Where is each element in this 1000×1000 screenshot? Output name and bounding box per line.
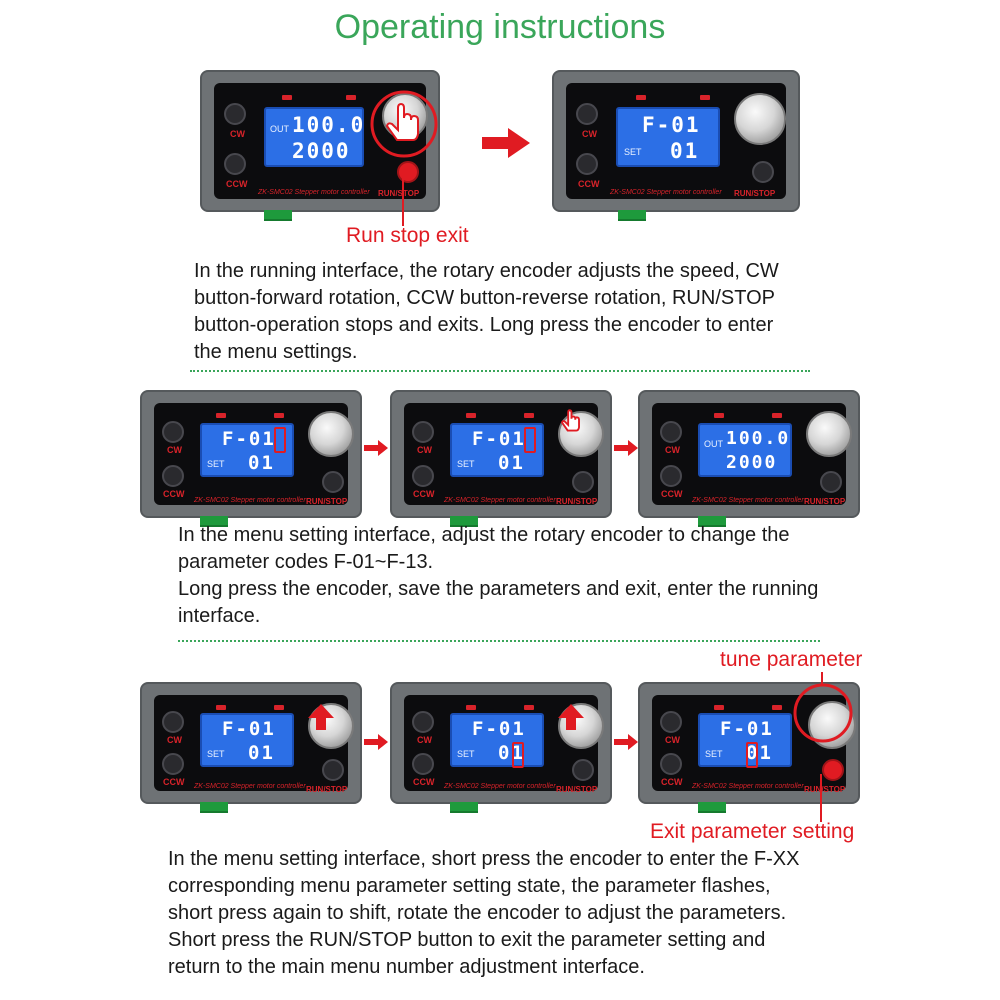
red-arrow-right-icon bbox=[364, 734, 388, 750]
run-stop-label: RUN/STOP bbox=[378, 189, 420, 198]
section3-description: In the menu setting interface, short pre… bbox=[168, 848, 800, 978]
cw-button[interactable] bbox=[224, 103, 246, 125]
red-arrow-right-icon bbox=[614, 734, 638, 750]
callout-line bbox=[402, 168, 404, 226]
hand-pointer-icon bbox=[370, 90, 438, 158]
lcd-screen: F-01 SET 01 bbox=[200, 423, 294, 477]
terminal-connector bbox=[264, 210, 292, 221]
ccw-led bbox=[700, 95, 710, 100]
ccw-button[interactable] bbox=[162, 465, 184, 487]
run-stop-label: RUN/STOP bbox=[734, 189, 776, 198]
controller-menu-display: CW CCW F-01 SET 01 ZK-SMC02 Stepper moto… bbox=[638, 682, 860, 813]
section1-description: In the running interface, the rotary enc… bbox=[194, 260, 779, 363]
controller-menu-display: CW CCW F-01 SET 01 ZK-SMC02 Stepper moto… bbox=[390, 682, 612, 813]
ccw-button[interactable] bbox=[660, 465, 682, 487]
lcd-screen: F-01 SET 01 bbox=[450, 423, 544, 477]
run-stop-button[interactable] bbox=[752, 161, 774, 183]
red-arrow-right-icon bbox=[482, 128, 530, 158]
run-stop-button[interactable] bbox=[322, 471, 344, 493]
lcd-screen: F-01 SET 01 bbox=[616, 107, 720, 167]
controller-running-display: CW CCW OUT 100.0 2000 ZK-SMC02 Stepper m… bbox=[638, 390, 860, 527]
param-value-readout: 01 bbox=[670, 139, 700, 163]
page-title: Operating instructions bbox=[334, 8, 666, 46]
terminal-connector bbox=[618, 210, 646, 221]
controller-menu-display: CW CCW F-01 SET 01 ZK-SMC02 Stepper moto… bbox=[390, 390, 612, 527]
lcd-screen: OUT 100.0 2000 bbox=[698, 423, 792, 477]
param-code-readout: F-01 bbox=[642, 113, 701, 137]
run-stop-button[interactable] bbox=[322, 759, 344, 781]
terminal-connector bbox=[200, 516, 228, 527]
controller-menu-display: CW CCW F-01 SET 01 ZK-SMC02 Stepper moto… bbox=[140, 390, 362, 527]
run-stop-button[interactable] bbox=[822, 759, 844, 781]
red-arrow-right-icon bbox=[364, 440, 388, 456]
ccw-label: CCW bbox=[226, 179, 248, 189]
section-divider bbox=[178, 640, 820, 642]
cw-button[interactable] bbox=[660, 711, 682, 733]
cw-button[interactable] bbox=[162, 711, 184, 733]
run-stop-exit-callout: Run stop exit bbox=[346, 224, 469, 247]
tune-parameter-callout: tune parameter bbox=[720, 648, 863, 671]
out-label: OUT bbox=[270, 124, 289, 134]
cw-led bbox=[282, 95, 292, 100]
set-label: SET bbox=[624, 147, 642, 157]
run-stop-button[interactable] bbox=[820, 471, 842, 493]
cw-button[interactable] bbox=[412, 711, 434, 733]
edit-cursor bbox=[746, 742, 758, 768]
cw-button[interactable] bbox=[162, 421, 184, 443]
model-label: ZK-SMC02 Stepper motor controller bbox=[258, 189, 370, 196]
terminal-connector bbox=[698, 516, 726, 527]
exit-parameter-setting-callout: Exit parameter setting bbox=[650, 820, 855, 843]
terminal-connector bbox=[450, 802, 478, 813]
hand-pointer-icon bbox=[561, 409, 580, 432]
run-stop-button[interactable] bbox=[572, 471, 594, 493]
edit-cursor bbox=[512, 742, 524, 768]
lcd-screen: F-01 SET 01 bbox=[698, 713, 792, 768]
model-label: ZK-SMC02 Stepper motor controller bbox=[610, 189, 722, 196]
cw-label: CW bbox=[582, 129, 597, 139]
terminal-connector bbox=[698, 802, 726, 813]
ccw-button[interactable] bbox=[224, 153, 246, 175]
cw-button[interactable] bbox=[576, 103, 598, 125]
lcd-screen: OUT 100.0 2000 bbox=[264, 107, 364, 167]
rotary-encoder-knob[interactable] bbox=[308, 411, 354, 457]
ccw-label: CCW bbox=[578, 179, 600, 189]
ccw-button[interactable] bbox=[412, 465, 434, 487]
ccw-led bbox=[346, 95, 356, 100]
rotary-encoder-knob[interactable] bbox=[558, 411, 604, 457]
red-arrow-up-icon bbox=[308, 704, 334, 730]
red-arrow-right-icon bbox=[614, 440, 638, 456]
cw-label: CW bbox=[230, 129, 245, 139]
run-stop-button[interactable] bbox=[572, 759, 594, 781]
controller-menu-display: CW CCW F-01 SET 01 ZK-SMC02 Stepper moto… bbox=[140, 682, 362, 813]
rotary-encoder-knob[interactable] bbox=[806, 411, 852, 457]
edit-cursor bbox=[274, 427, 286, 453]
terminal-connector bbox=[450, 516, 478, 527]
lcd-screen: F-01 SET 01 bbox=[200, 713, 294, 767]
edit-cursor bbox=[524, 427, 536, 453]
speed-readout: 100.0 bbox=[292, 113, 366, 137]
lcd-screen: F-01 SET 01 bbox=[450, 713, 544, 768]
red-arrow-up-icon bbox=[558, 704, 584, 730]
ccw-button[interactable] bbox=[660, 753, 682, 775]
cw-button[interactable] bbox=[660, 421, 682, 443]
ccw-button[interactable] bbox=[162, 753, 184, 775]
ccw-button[interactable] bbox=[412, 753, 434, 775]
terminal-connector bbox=[200, 802, 228, 813]
rotary-encoder-knob[interactable] bbox=[308, 703, 354, 749]
controller-menu-display: CW CCW F-01 SET 01 ZK-SMC02 Stepper moto… bbox=[552, 70, 800, 221]
section-divider bbox=[190, 370, 810, 372]
cw-led bbox=[636, 95, 646, 100]
section2-description: In the menu setting interface, adjust th… bbox=[178, 524, 819, 627]
cw-button[interactable] bbox=[412, 421, 434, 443]
ccw-button[interactable] bbox=[576, 153, 598, 175]
rotary-encoder-knob[interactable] bbox=[734, 93, 786, 145]
second-readout: 2000 bbox=[292, 139, 351, 163]
callout-lines bbox=[793, 672, 853, 822]
